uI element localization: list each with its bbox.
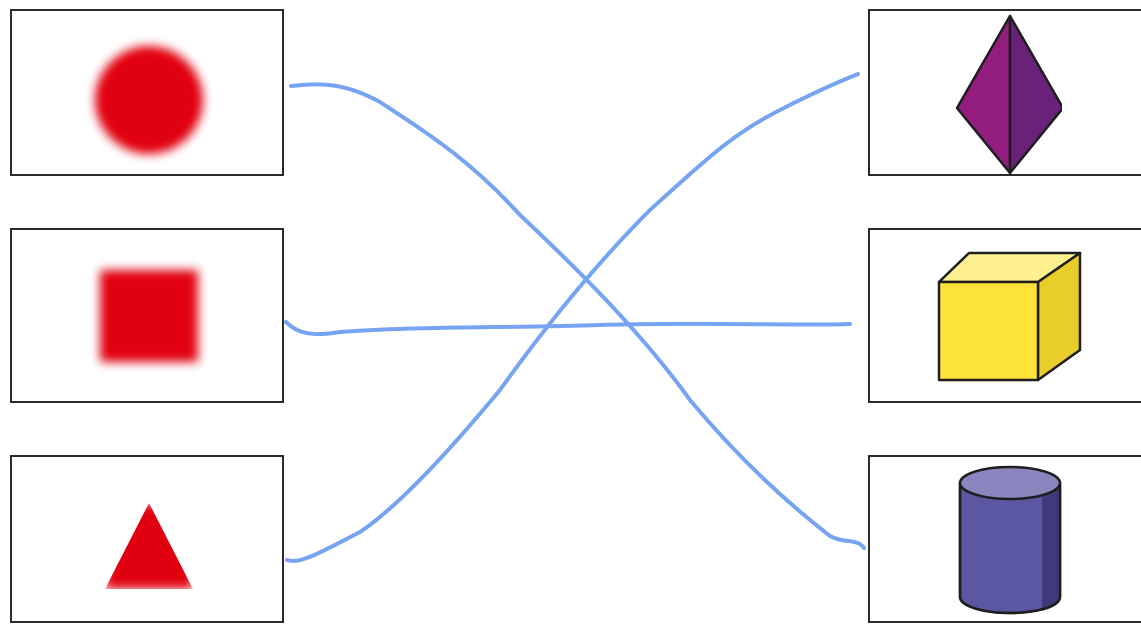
- connection-line-square-cube[interactable]: [284, 320, 852, 337]
- cylinder-outline: [958, 483, 1062, 615]
- connection-line-triangle-pyramid[interactable]: [285, 72, 860, 563]
- cube-front-face: [937, 280, 1040, 382]
- cylinder-card[interactable]: [868, 455, 1141, 623]
- cylinder-top-face: [958, 465, 1062, 501]
- square-icon: [100, 270, 198, 362]
- circle-icon: [95, 46, 203, 154]
- circle-card[interactable]: [10, 9, 284, 176]
- pyramid-left-face: [955, 14, 1012, 175]
- pyramid-icon: [955, 14, 1062, 175]
- connection-line-circle-cylinder[interactable]: [289, 82, 866, 550]
- cylinder-icon: [958, 465, 1062, 615]
- cylinder-side-shade: [1042, 483, 1061, 611]
- square-card[interactable]: [10, 228, 284, 403]
- cube-card[interactable]: [868, 228, 1141, 403]
- triangle-card[interactable]: [10, 455, 284, 623]
- pyramid-right-face: [1008, 14, 1062, 175]
- triangle-icon: [105, 503, 193, 589]
- cube-icon: [937, 251, 1082, 382]
- pyramid-card[interactable]: [868, 9, 1141, 176]
